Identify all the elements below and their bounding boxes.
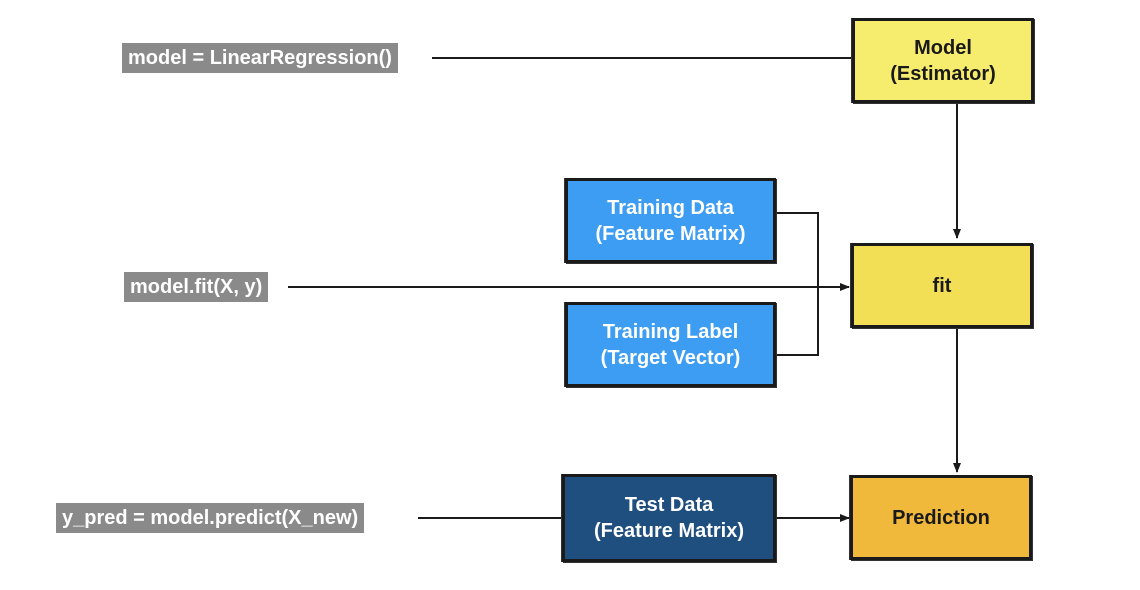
training-data-subtitle: (Feature Matrix) bbox=[595, 222, 746, 245]
model-fit-code: model.fit(X, y) bbox=[124, 272, 269, 302]
model-estimator-box: Model (Estimator) bbox=[852, 18, 1034, 103]
model-box-title: Model bbox=[914, 36, 972, 59]
test-data-title: Test Data bbox=[624, 494, 714, 516]
prediction-box: Prediction bbox=[850, 475, 1032, 560]
training-label-subtitle: (Target Vector) bbox=[600, 346, 741, 369]
model-predict-code: y_pred = model.predict(X_new) bbox=[56, 503, 365, 533]
training-data-box: Training Data (Feature Matrix) bbox=[565, 178, 776, 263]
training-bracket bbox=[776, 212, 819, 356]
fit-box: fit bbox=[851, 243, 1033, 328]
model-box-subtitle: (Estimator) bbox=[890, 62, 996, 85]
model-init-code: model = LinearRegression() bbox=[122, 43, 398, 73]
training-label-title: Training Label bbox=[602, 320, 739, 343]
prediction-box-label: Prediction bbox=[892, 506, 990, 529]
test-data-subtitle: (Feature Matrix) bbox=[593, 520, 745, 542]
training-data-title: Training Data bbox=[607, 196, 734, 219]
test-data-box: Test Data (Feature Matrix) bbox=[562, 474, 776, 562]
training-label-box: Training Label (Target Vector) bbox=[565, 302, 776, 387]
fit-box-label: fit bbox=[932, 274, 952, 297]
